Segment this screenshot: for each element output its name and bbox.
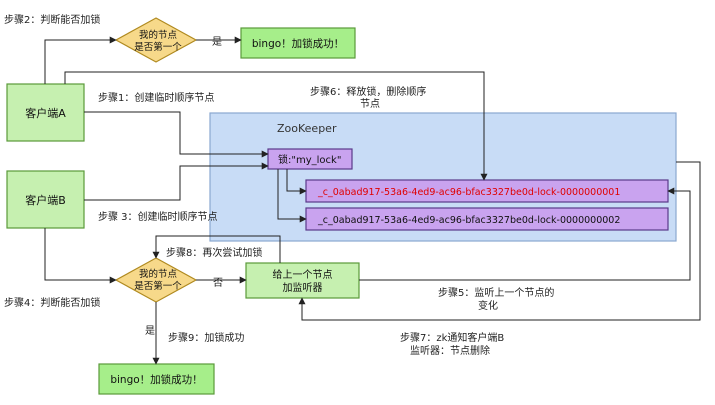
- decision-bottom-line1: 我的节点: [139, 268, 178, 280]
- edge-retry: [152, 235, 281, 263]
- no-label: 否: [213, 277, 223, 289]
- edge-b-to-lock: [84, 162, 269, 201]
- client-b-label: 客户端B: [25, 193, 66, 207]
- step8-label: 步骤8：再次尝试加锁: [166, 246, 262, 259]
- step5-line1: 步骤5：监听上一个节点的: [438, 286, 554, 299]
- decision-bottom-line2: 是否第一个: [134, 280, 182, 292]
- client-a-box[interactable]: [6, 83, 85, 142]
- decision-top: [114, 17, 198, 63]
- edge-a-to-lock: [84, 111, 269, 158]
- step7-line2: 监听器：节点删除: [410, 344, 490, 357]
- edge-b-to-decision-bottom: [44, 228, 117, 284]
- edge-a-release: [64, 71, 488, 181]
- seq-node-2-label: _c_0abad917-53a6-4ed9-ac96-bfac3327be0d-…: [317, 215, 620, 226]
- step4-label: 步骤4：判断能否加锁: [4, 296, 100, 309]
- step7-line1: 步骤7：zk通知客户端B: [400, 331, 504, 344]
- success-bottom-box: [98, 363, 215, 395]
- decision-top-line2: 是否第一个: [134, 41, 182, 53]
- zookeeper-title: ZooKeeper: [277, 122, 337, 135]
- step5-line2: 变化: [478, 299, 498, 312]
- edge-lock-to-node2: [277, 169, 307, 223]
- edge-a-to-decision-top: [44, 36, 117, 84]
- step9-label: 步骤9：加锁成功: [168, 331, 244, 344]
- step1-label: 步骤1：创建临时顺序节点: [98, 91, 214, 104]
- success-top-label: bingo！加锁成功！: [252, 37, 344, 50]
- success-top-box: [240, 27, 356, 59]
- step3-label: 步骤 3：创建临时顺序节点: [98, 210, 218, 223]
- edge-lock-to-node1: [286, 169, 307, 195]
- step2-label: 步骤2：判断能否加锁: [4, 13, 100, 26]
- yes-label-top: 是: [212, 36, 222, 48]
- decision-bottom: [114, 257, 198, 303]
- step6-line2: 节点: [360, 98, 380, 110]
- yes-label-bottom: 是: [145, 325, 155, 337]
- step6-line1: 步骤6：释放锁，删除顺序: [310, 85, 426, 98]
- seq-node-1-label: _c_0abad917-53a6-4ed9-ac96-bfac3327be0d-…: [317, 187, 620, 198]
- decision-top-line1: 我的节点: [139, 29, 178, 41]
- edge-notify-listener: [298, 161, 701, 321]
- listener-line1: 给上一个节点: [273, 268, 333, 281]
- lock-node-label: 锁:"my_lock": [278, 153, 341, 166]
- success-bottom-label: bingo！加锁成功！: [110, 373, 202, 386]
- edge-listener-to-node1: [359, 187, 691, 281]
- client-a-label: 客户端A: [25, 106, 66, 120]
- lock-node[interactable]: [267, 148, 353, 170]
- listener-line2: 加监听器: [283, 281, 323, 294]
